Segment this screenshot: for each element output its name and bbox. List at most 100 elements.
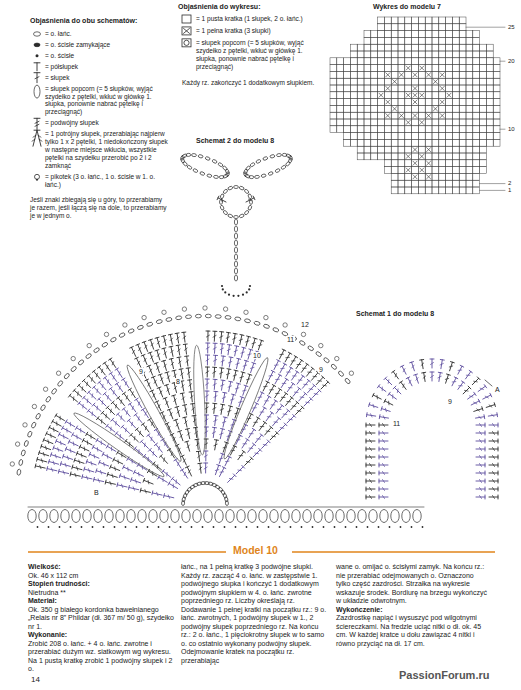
chart-stroke bbox=[108, 474, 118, 477]
grid-cell bbox=[398, 153, 405, 160]
chart-stroke bbox=[214, 355, 218, 356]
chart-stroke bbox=[87, 441, 88, 445]
chart-stroke bbox=[214, 360, 217, 362]
chain-stitch bbox=[268, 171, 274, 175]
chart-stroke bbox=[370, 432, 372, 435]
chart-stroke bbox=[379, 439, 380, 443]
chart-stroke bbox=[93, 447, 102, 452]
grid-cell bbox=[384, 167, 391, 174]
chart-stroke bbox=[413, 73, 417, 77]
grid-cell bbox=[337, 105, 344, 112]
chart-stroke bbox=[105, 363, 111, 371]
grid-cell bbox=[466, 160, 473, 167]
grid-cell bbox=[391, 180, 398, 187]
grid-cell bbox=[398, 112, 405, 119]
grid-cell bbox=[439, 17, 446, 24]
chart-stroke bbox=[107, 396, 109, 400]
grid-cell bbox=[446, 139, 453, 146]
chart-stroke bbox=[185, 441, 189, 442]
chain-stitch bbox=[128, 328, 135, 334]
grid-cell bbox=[480, 58, 487, 65]
chart-stroke bbox=[433, 80, 437, 84]
grid-cell bbox=[466, 92, 473, 99]
chart-stroke bbox=[287, 372, 291, 373]
grid-cell bbox=[459, 146, 466, 153]
chart-stroke bbox=[106, 406, 109, 409]
chart-stroke bbox=[440, 86, 444, 90]
chain-stitch bbox=[334, 526, 336, 528]
chart-stroke bbox=[427, 175, 431, 179]
picot bbox=[71, 356, 75, 360]
chart-stroke bbox=[37, 118, 38, 129]
chart-stroke bbox=[162, 360, 166, 361]
chart-stroke bbox=[281, 404, 284, 407]
chart-stroke bbox=[257, 438, 261, 439]
chart-stroke bbox=[366, 423, 367, 427]
chain-stitch bbox=[213, 526, 215, 528]
chart-stroke bbox=[321, 382, 328, 389]
chart-stroke bbox=[406, 377, 410, 379]
picot bbox=[104, 332, 108, 336]
chart-stroke bbox=[160, 375, 163, 385]
grid-cell bbox=[384, 85, 391, 92]
chart-stroke bbox=[148, 418, 151, 420]
grid-cell bbox=[480, 71, 487, 78]
chart-stroke bbox=[221, 428, 225, 430]
grid-cell bbox=[364, 65, 371, 72]
grid-cell bbox=[405, 65, 412, 72]
chart-stroke bbox=[222, 380, 224, 390]
chart-stroke bbox=[141, 441, 148, 448]
grid-cell bbox=[480, 51, 487, 58]
grid-cell bbox=[473, 119, 480, 126]
grid-cell bbox=[452, 167, 459, 174]
chart-stroke bbox=[190, 380, 191, 390]
chart-stroke bbox=[99, 462, 108, 466]
grid-cell bbox=[330, 71, 337, 78]
grid-cell bbox=[473, 78, 480, 85]
chart-stroke bbox=[257, 417, 260, 419]
chart-stroke bbox=[485, 447, 486, 451]
chain-stitch bbox=[234, 219, 237, 225]
grid-cell bbox=[405, 173, 412, 180]
chart-stroke bbox=[148, 383, 150, 386]
chart-stroke bbox=[154, 380, 156, 383]
chain-stitch bbox=[338, 370, 345, 377]
chart-stroke bbox=[253, 418, 258, 427]
grid-cell bbox=[459, 187, 466, 194]
chart-stroke bbox=[139, 348, 141, 351]
chart-stroke bbox=[235, 345, 239, 347]
grid-cell bbox=[364, 85, 371, 92]
chart-stroke bbox=[221, 385, 224, 387]
chart-stroke bbox=[125, 382, 126, 385]
chart-stroke bbox=[35, 124, 39, 126]
chain-stitch bbox=[402, 510, 410, 523]
chart-stroke bbox=[480, 456, 482, 459]
chain-stitch bbox=[40, 404, 46, 411]
chart-stroke bbox=[466, 372, 471, 379]
chart-stroke bbox=[369, 405, 378, 408]
chart-stroke bbox=[292, 405, 296, 407]
grid-cell bbox=[398, 133, 405, 140]
chart-stroke bbox=[217, 196, 219, 200]
chart-stroke bbox=[420, 120, 424, 124]
grid-cell bbox=[378, 37, 385, 44]
chart-stroke bbox=[229, 381, 233, 383]
chart-stroke bbox=[157, 492, 158, 495]
chart-stroke bbox=[252, 428, 255, 430]
grid-cell bbox=[405, 24, 412, 31]
grid-cell bbox=[466, 119, 473, 126]
grid-cell bbox=[364, 153, 371, 160]
chart-stroke bbox=[432, 372, 433, 381]
chart-stroke bbox=[128, 388, 131, 390]
chart-stroke bbox=[485, 423, 486, 427]
chart-stroke bbox=[215, 416, 216, 426]
chain-stitch bbox=[191, 153, 196, 157]
grid-cell bbox=[418, 71, 425, 78]
chart-stroke bbox=[294, 356, 297, 358]
chart-stroke bbox=[220, 429, 222, 439]
chart-stroke bbox=[188, 379, 192, 381]
chart-stroke bbox=[402, 366, 406, 374]
chart-stroke bbox=[383, 480, 385, 483]
chart-stroke bbox=[413, 114, 417, 118]
chart-stroke bbox=[480, 472, 482, 475]
